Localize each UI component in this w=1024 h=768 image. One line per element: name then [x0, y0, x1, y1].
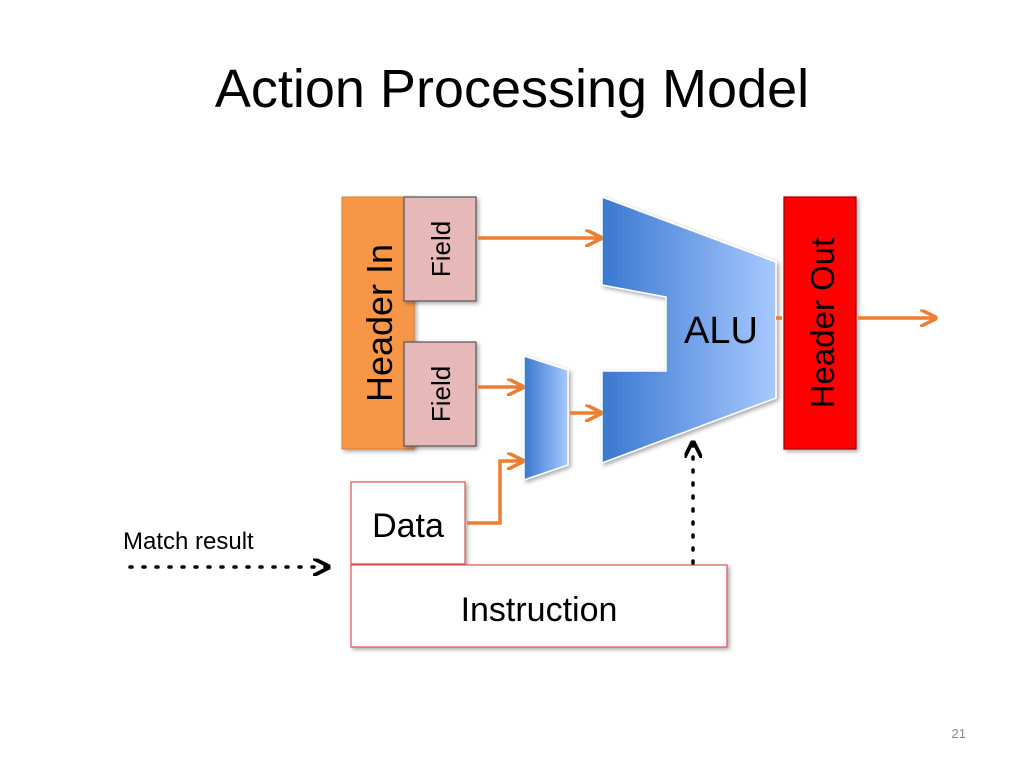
header-out-block [783, 196, 857, 450]
data-label: Data [372, 507, 444, 545]
data-box [350, 481, 466, 565]
field-label-1: Field [426, 221, 456, 277]
header-in-block [341, 196, 415, 450]
alu-label: ALU [684, 310, 758, 352]
header-in-label: Header In [359, 244, 400, 402]
match-result-label: Match result [123, 528, 254, 555]
arrow-data-to-mux [467, 461, 521, 525]
alu-shape [601, 195, 777, 465]
instruction-box [350, 564, 728, 648]
field-label-2: Field [426, 366, 456, 422]
mux-shape [523, 354, 569, 482]
slide-number: 21 [951, 726, 966, 741]
field-box-2 [403, 341, 477, 447]
slide-title: Action Processing Model [214, 59, 810, 119]
field-box-1 [403, 196, 477, 302]
header-out-label: Header Out [804, 238, 841, 409]
instruction-label: Instruction [461, 591, 618, 629]
